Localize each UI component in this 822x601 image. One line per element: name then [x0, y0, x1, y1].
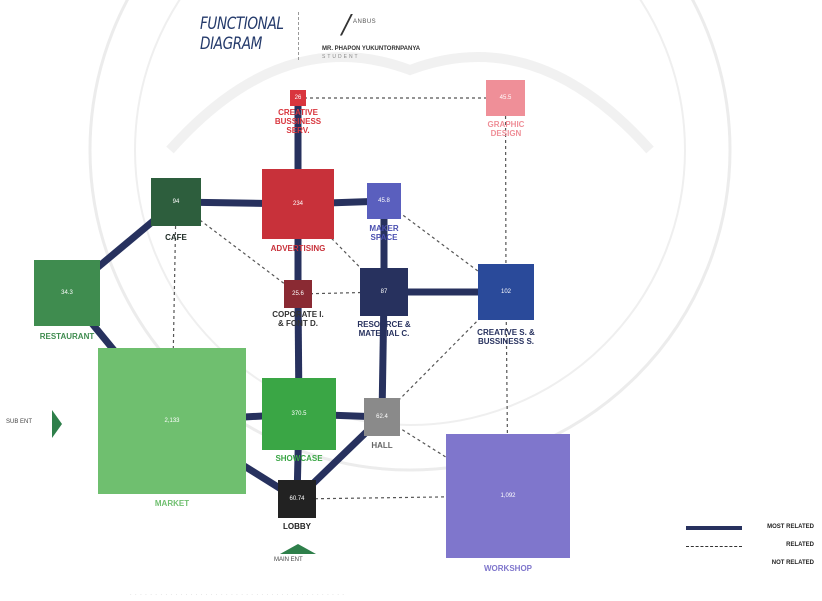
node-value: 234	[292, 201, 303, 207]
label-maker-space: MAKER SPACE	[369, 224, 399, 242]
label-workshop: WORKSHOP	[484, 564, 532, 573]
node-advertising: 234	[262, 169, 334, 239]
label-market: MARKET	[154, 499, 190, 508]
label-creative-s-bussiness-s: CREATIVE S. & BUSSINESS S.	[477, 328, 535, 346]
legend-most-related-label: MOST RELATED	[767, 524, 814, 530]
title-line-2: DIAGRAM	[200, 34, 263, 54]
node-value: 26	[294, 95, 302, 101]
node-value: 87	[380, 289, 388, 295]
node-value: 34.3	[61, 290, 73, 296]
main-entrance-label: MAIN ENT	[274, 557, 303, 563]
node-value: 94	[172, 199, 180, 205]
node-value: 60.74	[289, 496, 305, 502]
edge-graphic-design-creative-s-bussiness-s	[504, 97, 507, 293]
label-advertising: ADVERTISING	[270, 244, 326, 253]
label-cafe: CAFE	[165, 233, 187, 242]
edge-creative-s-bussiness-s-hall	[381, 291, 507, 418]
node-market: 2,133	[98, 348, 246, 494]
student-caption: STUDENT	[322, 54, 360, 60]
node-value: 45.8	[378, 198, 390, 204]
title-line-1: FUNCTIONAL	[200, 14, 284, 34]
diagram-title: FUNCTIONAL DIAGRAM	[200, 14, 284, 54]
label-creative-bussiness-serv: CREATIVE BUSSINESS SERV.	[274, 108, 322, 135]
node-showcase: 370.5	[262, 378, 336, 450]
logo-mark: /	[342, 10, 351, 40]
main-entrance-arrow-icon	[280, 544, 316, 554]
legend-related-label: RELATED	[786, 542, 814, 548]
node-graphic-design: 45.5	[486, 80, 525, 116]
node-value: 25.6	[292, 291, 304, 297]
sub-entrance-arrow-icon	[52, 410, 62, 438]
node-value: 45.5	[499, 95, 512, 101]
legend-most-related-line	[686, 526, 742, 530]
node-cafe: 94	[151, 178, 201, 226]
logo-text: ANBUS	[353, 19, 377, 25]
node-hall: 62.4	[364, 398, 400, 436]
label-showcase: SHOWCASE	[275, 454, 323, 463]
label-restaurant: RESTAURANT	[39, 332, 95, 341]
legend-not-related-label: NOT RELATED	[771, 560, 814, 566]
title-divider	[298, 12, 299, 60]
edge-hall-workshop	[381, 416, 509, 497]
label-graphic-design: GRAPHIC DESIGN	[487, 120, 525, 138]
node-value: 1,092	[500, 493, 516, 499]
label-resource-material: RESOURCE & MATERIAL C.	[357, 320, 411, 338]
node-maker-space: 45.8	[367, 183, 401, 219]
node-value: 102	[500, 289, 511, 295]
node-restaurant: 34.3	[34, 260, 100, 326]
sub-entrance-label: SUB ENT	[6, 419, 33, 425]
node-creative-bussiness-serv: 26	[290, 90, 306, 106]
footer-caption: · · · · · · · · · · · · · · · · · · · · …	[130, 592, 345, 598]
node-value: 2,133	[164, 418, 180, 424]
node-resource-material: 87	[360, 268, 408, 316]
author-name: MR. PHAPON YUKUNTORNPANYA	[322, 46, 421, 52]
node-coporate-font: 25.6	[284, 280, 312, 308]
node-lobby: 60.74	[278, 480, 316, 518]
node-value: 370.5	[291, 411, 307, 417]
label-coporate-font: COPORATE I. & FONT D.	[272, 310, 324, 328]
edge-coporate-font-resource-material	[297, 291, 385, 295]
node-value: 62.4	[376, 414, 388, 420]
legend-related-line	[686, 546, 742, 547]
label-hall: HALL	[371, 441, 393, 450]
node-workshop: 1,092	[446, 434, 570, 558]
node-creative-s-bussiness-s: 102	[478, 264, 534, 320]
label-lobby: LOBBY	[283, 522, 311, 531]
